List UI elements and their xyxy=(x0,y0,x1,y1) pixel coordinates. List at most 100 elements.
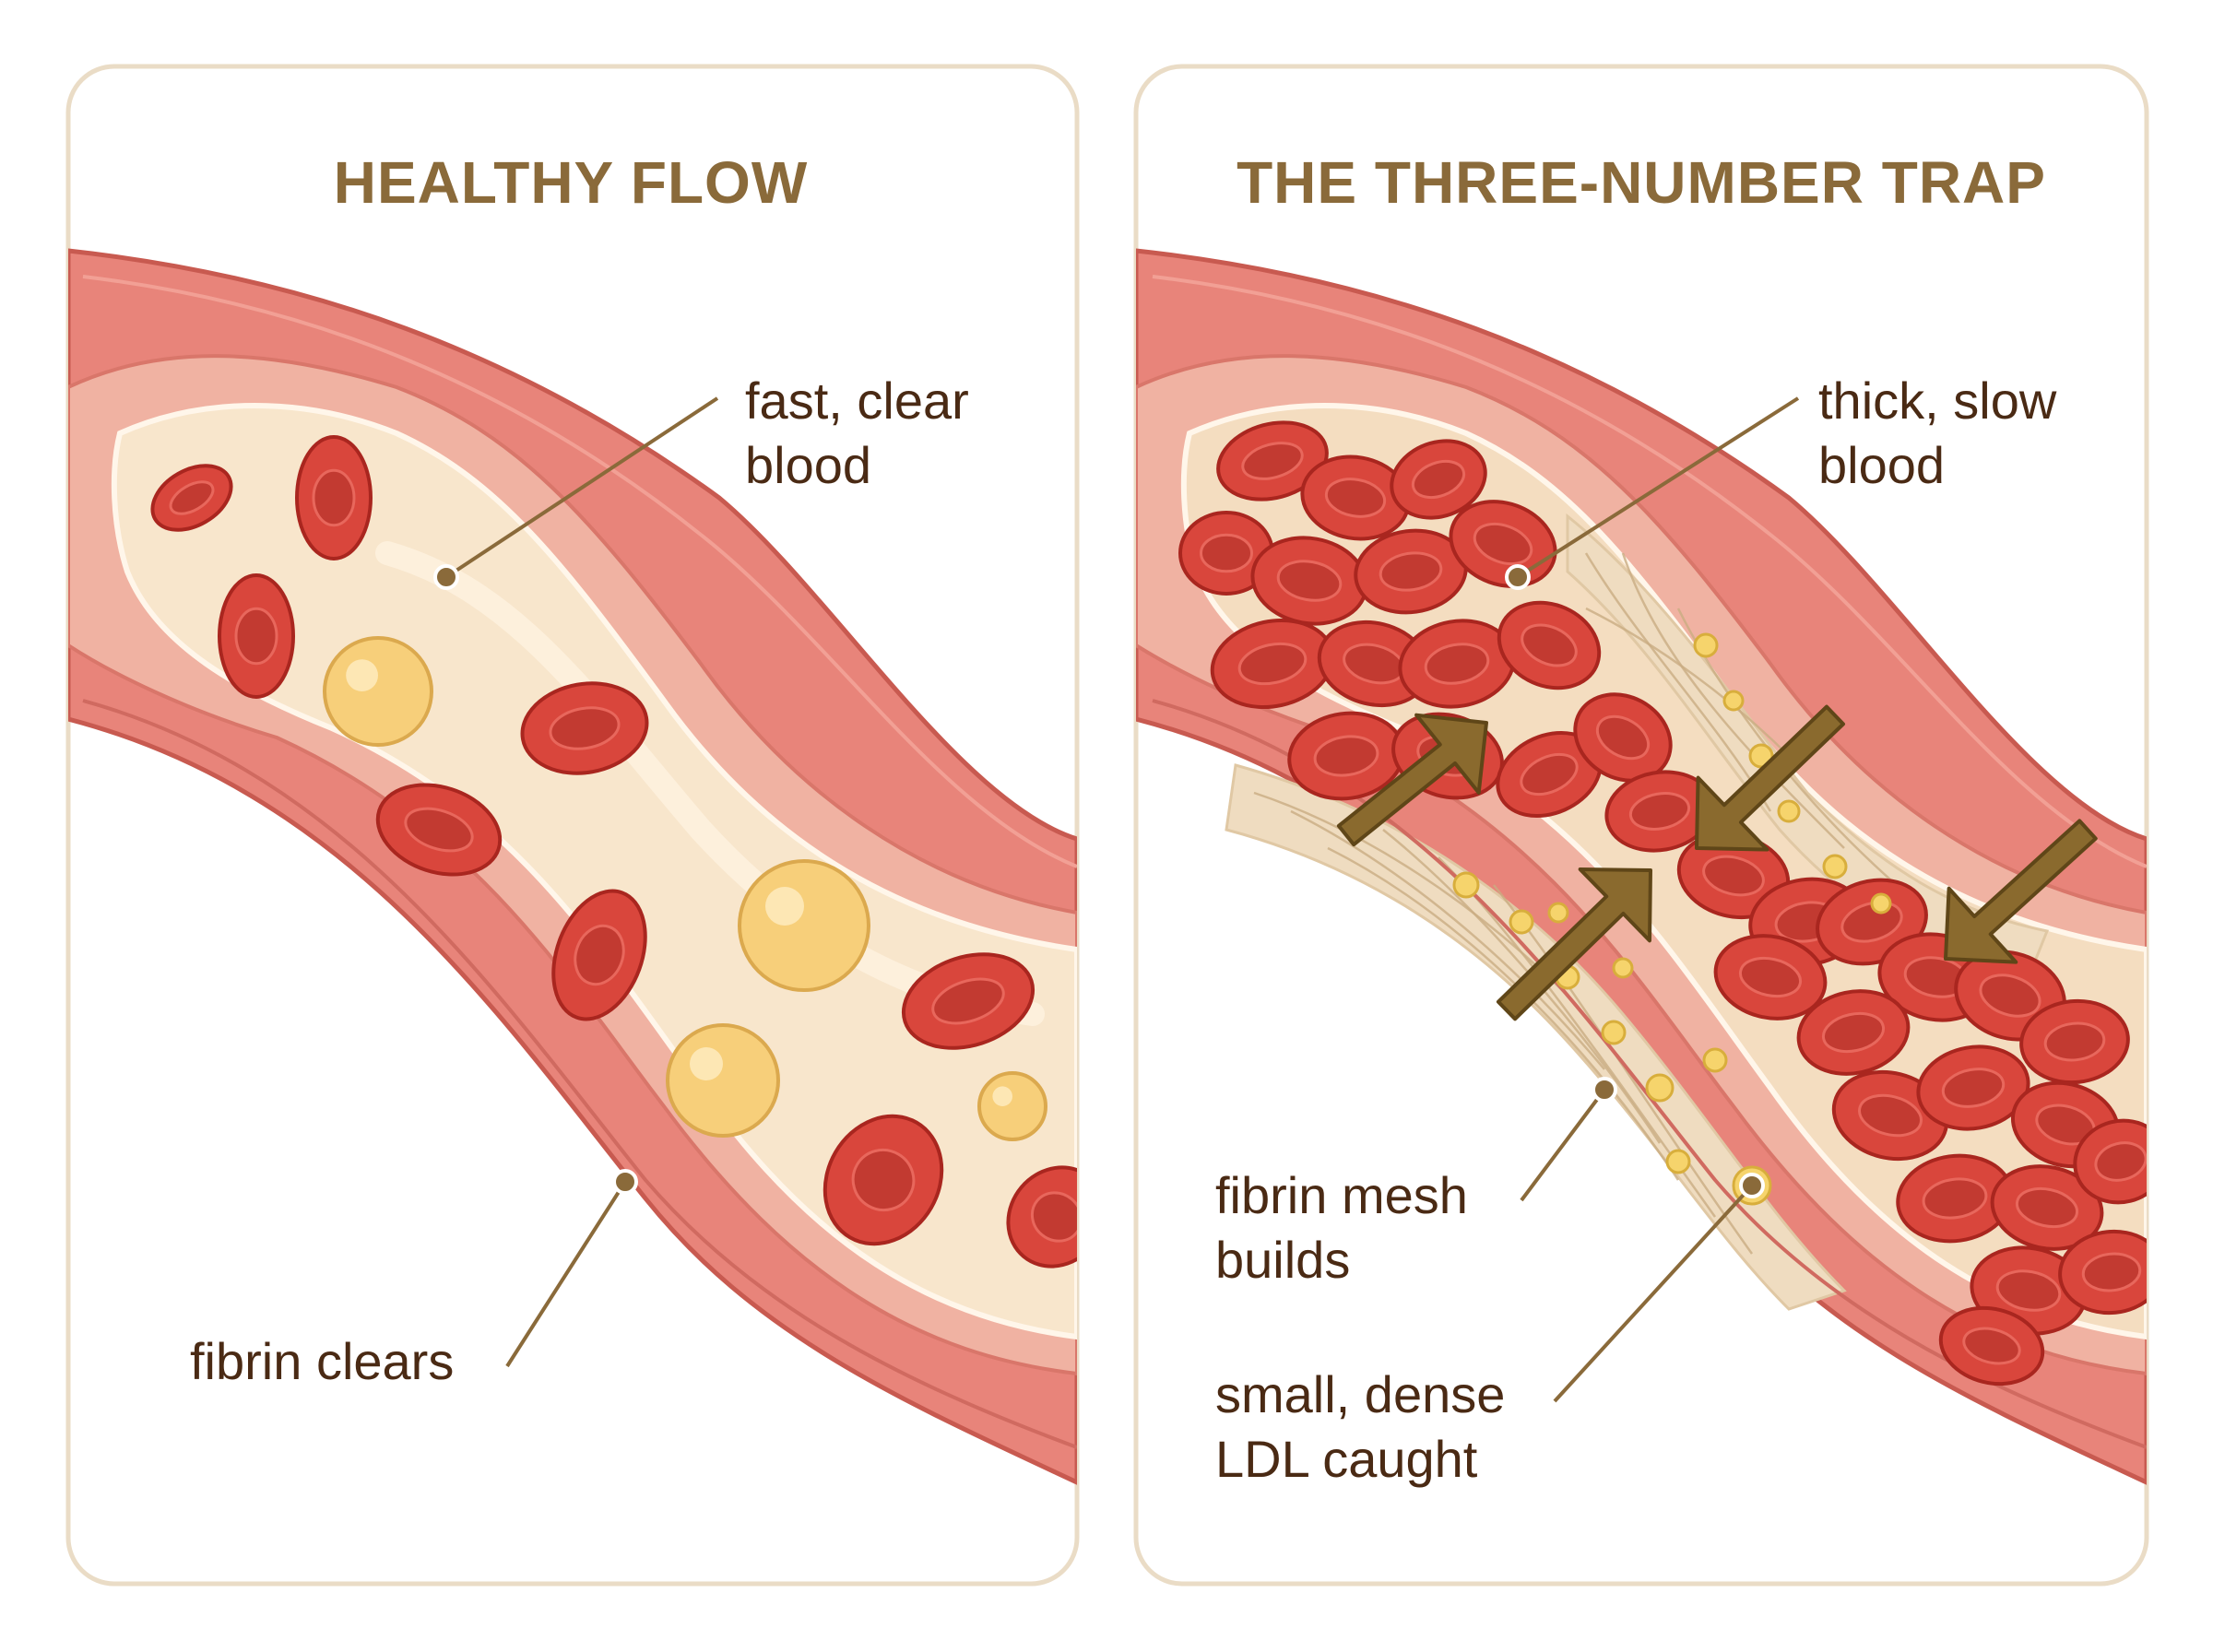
ldl-particle xyxy=(1612,957,1634,979)
leader-dot xyxy=(433,564,459,590)
cell-center xyxy=(1595,714,1651,761)
arrow-icon xyxy=(1944,819,2098,964)
cell-center xyxy=(1738,956,1803,998)
cell-center xyxy=(1628,792,1691,831)
red-blood-cell xyxy=(1354,528,1468,615)
arrow-icon xyxy=(1336,713,1488,847)
ldl-particle xyxy=(1693,632,1719,658)
cell-center xyxy=(1995,1269,2062,1312)
cell-center xyxy=(549,706,621,750)
leader-lines xyxy=(444,396,1800,1403)
ldl-particle xyxy=(1777,799,1801,823)
fibrin-strand xyxy=(1621,552,1845,849)
cell-center xyxy=(1241,442,1304,480)
label-line: fast, clear xyxy=(745,372,969,430)
red-blood-cell xyxy=(1796,989,1911,1076)
ldl-particle xyxy=(1870,892,1892,914)
red-blood-cell xyxy=(520,681,649,775)
cell-center xyxy=(2081,1252,2142,1292)
red-blood-cell xyxy=(1006,1165,1077,1268)
lipid-particle xyxy=(323,636,433,747)
red-blood-cell xyxy=(1938,1305,2045,1386)
label-small-dense-ldl: small, dense LDL caught xyxy=(1215,1363,1505,1492)
leader-dot xyxy=(1505,564,1531,590)
trap-cells xyxy=(1178,420,2147,1386)
leader-thick-blood xyxy=(1516,396,1800,579)
cell-center xyxy=(1313,735,1379,777)
cell-center xyxy=(1473,522,1533,566)
fibrin-strand xyxy=(1290,809,1605,1070)
fibrin-strand xyxy=(1585,607,1790,757)
red-blood-cell xyxy=(1896,1153,2014,1244)
arrow-icon xyxy=(1695,704,1846,852)
lipid-particle xyxy=(977,1071,1047,1141)
cell-center xyxy=(1521,623,1578,667)
red-blood-cell xyxy=(822,1114,944,1246)
label-line: fibrin clears xyxy=(190,1332,455,1390)
cell-center xyxy=(851,1148,916,1212)
leader-dots xyxy=(433,564,1765,1198)
particle-highlight xyxy=(690,1047,723,1080)
red-blood-cell xyxy=(551,889,647,1021)
vessel-lumen xyxy=(111,403,1077,1340)
cell-center xyxy=(1200,533,1253,573)
particle-highlight xyxy=(346,659,378,691)
red-blood-cell xyxy=(1990,1164,2104,1251)
cell-center xyxy=(1379,551,1443,592)
cell-center xyxy=(1702,855,1765,897)
cell-center xyxy=(1962,1327,2021,1365)
leader-fibrin-clears xyxy=(505,1180,627,1368)
label-line: blood xyxy=(745,436,872,494)
cell-center xyxy=(169,480,215,515)
cell-center xyxy=(2094,1141,2147,1182)
healthy-cells xyxy=(150,435,1077,1268)
lipid-particle xyxy=(738,859,870,992)
fibrin-mesh-lower xyxy=(1225,763,1847,1311)
cell-center xyxy=(1424,643,1490,685)
particle-highlight xyxy=(765,887,804,926)
ldl-particle xyxy=(1645,1073,1675,1103)
label-fibrin-mesh-builds: fibrin mesh builds xyxy=(1215,1163,1468,1292)
compression-arrows xyxy=(1336,704,2098,1021)
cell-center xyxy=(1922,1177,1988,1220)
cell-center xyxy=(1520,752,1579,796)
ldl-particle xyxy=(1702,1047,1728,1073)
red-blood-cell xyxy=(1250,536,1368,626)
cell-center xyxy=(1411,459,1466,500)
label-line: thick, slow xyxy=(1818,372,2057,430)
cell-center xyxy=(2043,1021,2106,1062)
cell-center xyxy=(234,607,278,666)
label-line: builds xyxy=(1215,1231,1351,1289)
cell-center xyxy=(931,977,1005,1025)
red-blood-cell xyxy=(2019,998,2130,1085)
red-blood-cell xyxy=(1497,600,1602,690)
red-blood-cell xyxy=(1713,934,1828,1021)
ldl-particle xyxy=(1822,854,1848,879)
cell-center xyxy=(1324,478,1387,518)
red-blood-cell xyxy=(901,952,1035,1050)
panel-title-healthy: HEALTHY FLOW xyxy=(333,149,809,216)
label-line: blood xyxy=(1818,436,1946,494)
fibrin-strand xyxy=(1327,846,1680,1181)
red-blood-cell xyxy=(1178,511,1274,596)
cell-center xyxy=(312,468,356,527)
arrow-icon xyxy=(1496,867,1652,1021)
red-blood-cell xyxy=(295,435,373,560)
red-blood-cell xyxy=(1210,618,1335,710)
red-blood-cell xyxy=(1449,500,1557,588)
red-blood-cell xyxy=(1300,454,1411,541)
ldl-particle xyxy=(1452,871,1480,899)
label-line: LDL caught xyxy=(1215,1430,1478,1488)
ldl-particle xyxy=(1509,909,1534,935)
wall-texture-line xyxy=(1152,275,2147,868)
cell-center xyxy=(2015,1186,2079,1229)
red-blood-cell xyxy=(1216,420,1329,502)
wall-texture-line xyxy=(82,275,1077,868)
ldl-particle xyxy=(1748,743,1774,769)
leader-dot xyxy=(1739,1173,1765,1198)
red-blood-cell xyxy=(2058,1229,2147,1316)
red-blood-cell xyxy=(1916,1044,2030,1131)
label-line: fibrin mesh xyxy=(1215,1166,1468,1224)
label-thick-slow-blood: thick, slow blood xyxy=(1818,369,2056,498)
red-blood-cell xyxy=(218,573,295,699)
